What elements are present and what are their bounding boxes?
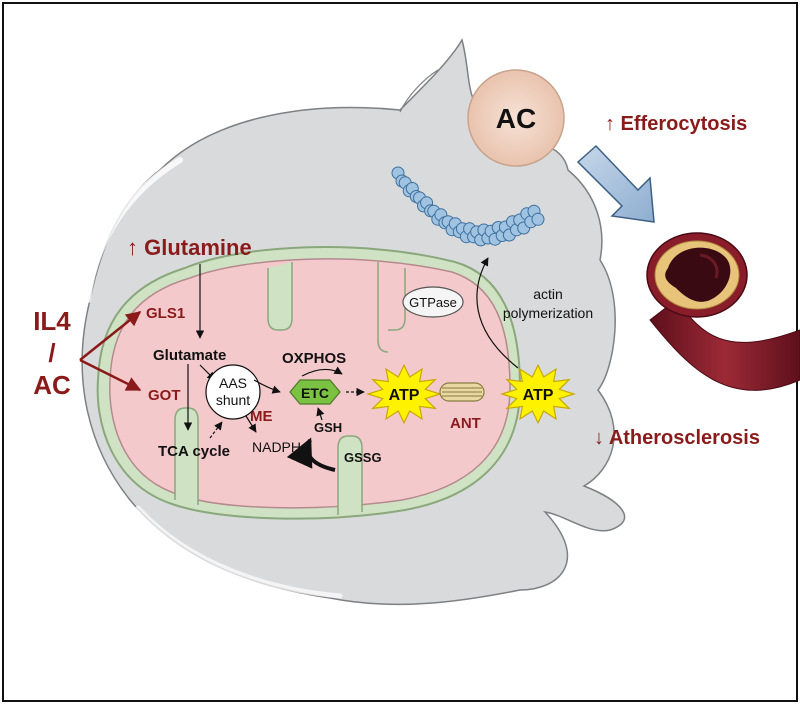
tca-label: TCA cycle <box>158 443 230 460</box>
actin-label-2: polymerization <box>503 305 593 321</box>
arrow-to-gls1 <box>79 311 142 361</box>
atp-inner-label: ATP <box>389 387 420 404</box>
ant-transporter <box>439 382 485 402</box>
atp-outer-label: ATP <box>523 387 554 404</box>
actin-label-1: actin <box>533 286 563 302</box>
artery-illustration <box>646 232 800 391</box>
aas-shunt-label-2: shunt <box>216 392 250 408</box>
trigger-il4: IL4 <box>33 306 71 336</box>
arrow-gsh-etc <box>316 407 325 421</box>
gssg-label: GSSG <box>344 450 382 465</box>
trigger-slash: / <box>48 338 55 368</box>
arrow-tca-aas <box>209 421 223 439</box>
aas-shunt-circle <box>205 364 261 420</box>
arrow-to-got <box>79 358 142 392</box>
arrow-atp-actin <box>476 257 519 369</box>
gtpase-oval <box>402 286 464 318</box>
atp-star-outer <box>499 363 577 425</box>
enzyme-gls1: GLS1 <box>146 305 185 322</box>
nadph-label: NADPH <box>252 439 301 455</box>
atherosclerosis-outcome: ↓ Atherosclerosis <box>594 427 760 449</box>
trigger-ac: AC <box>33 370 71 400</box>
enzyme-ant: ANT <box>450 415 481 432</box>
etc-label: ETC <box>301 385 329 401</box>
arrow-aas-etc <box>253 379 281 394</box>
apoptotic-cell-label: AC <box>496 103 536 134</box>
arrow-aas-nadph <box>245 415 257 433</box>
cell-highlight <box>85 157 183 303</box>
atp-star-inner <box>365 363 443 425</box>
gsh-label: GSH <box>314 420 342 435</box>
aas-shunt-label-1: AAS <box>219 375 247 391</box>
efferocytosis-arrow <box>576 144 655 223</box>
arrow-oxphos <box>301 366 343 377</box>
gtpase-label: GTPase <box>409 295 457 310</box>
oxphos-label: OXPHOS <box>282 350 346 367</box>
enzyme-me: ME <box>250 408 273 425</box>
cell-highlight-lower <box>135 505 343 599</box>
apoptotic-cell <box>467 69 565 167</box>
glutamate-label: Glutamate <box>153 347 226 364</box>
arrow-gssg-gsh <box>286 437 336 472</box>
enzyme-got: GOT <box>148 387 181 404</box>
actin-bead <box>531 212 545 226</box>
actin-filament <box>391 166 545 247</box>
pseudopod <box>399 69 439 113</box>
glutamine-label: ↑ Glutamine <box>127 235 252 260</box>
efferocytosis-outcome: ↑ Efferocytosis <box>605 113 747 135</box>
etc-complex <box>289 379 341 405</box>
